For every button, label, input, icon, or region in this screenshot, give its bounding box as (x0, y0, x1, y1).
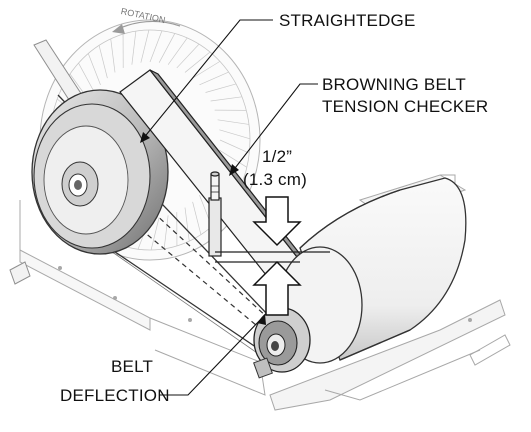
blower-fin (219, 149, 248, 168)
blower-fin (149, 30, 163, 63)
blower-fin (163, 215, 169, 249)
straightedge-label: STRAIGHTEDGE (279, 11, 416, 30)
blower-fin (110, 38, 116, 73)
blower-fin (87, 53, 101, 85)
leader-lines (141, 19, 318, 396)
deflection-lines (215, 251, 330, 263)
blower-fin (150, 217, 160, 251)
blower-fin (219, 129, 251, 140)
belt-deflection-label-line1: BELT (111, 357, 153, 376)
blower-fin (184, 207, 190, 242)
blower-fin (192, 61, 221, 79)
tension-checker-label-line1: BROWNING BELT (322, 75, 466, 94)
blower-fin (140, 29, 150, 63)
blower-fin (199, 71, 229, 86)
blower-fin (217, 119, 250, 125)
blower-fin (78, 62, 95, 93)
deflection-measure-label: 1/2” (262, 147, 292, 166)
blower-fin (210, 96, 243, 102)
blower-fin (219, 139, 250, 154)
blower-pulley (31, 89, 169, 255)
motor-body (277, 177, 467, 364)
blower-fin (131, 31, 137, 65)
blower-fin (192, 201, 202, 235)
blower-fin (205, 83, 237, 93)
blower-fin (167, 37, 188, 65)
tension-checker (208, 171, 222, 257)
leader-arrowheads (140, 132, 266, 325)
deflection-measure-metric-label: (1.3 cm) (243, 170, 307, 189)
belt-deflection-label-line2: DEFLECTION (60, 386, 170, 405)
down-arrow-icon (252, 196, 302, 247)
blower-fin (176, 43, 200, 69)
blower-fin (158, 33, 176, 63)
blower-fin (184, 51, 211, 73)
up-arrow-icon (252, 260, 302, 316)
tension-checker-label-line2: TENSION CHECKER (322, 97, 488, 116)
blower-fin (98, 45, 108, 79)
